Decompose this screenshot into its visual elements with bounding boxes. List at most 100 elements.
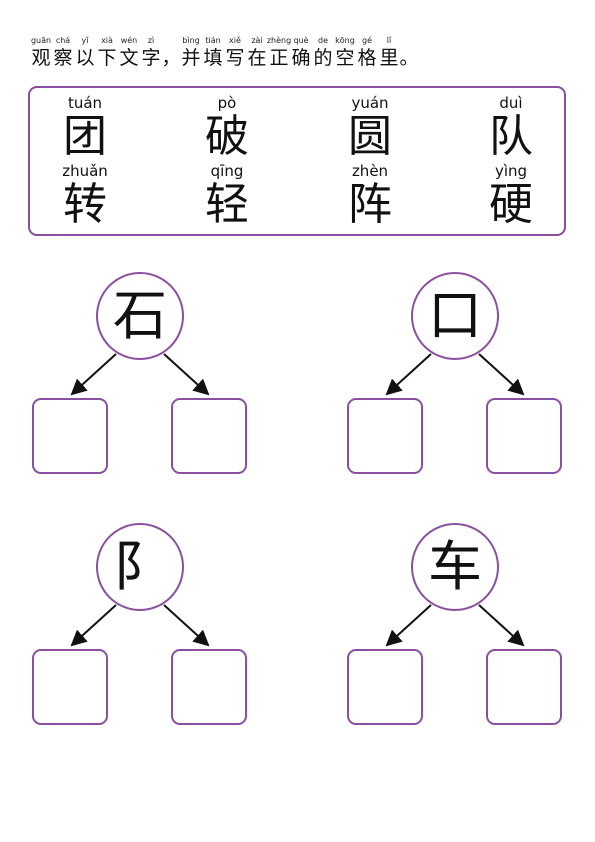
pinyin: xià	[101, 36, 113, 45]
radical-tree: 口	[347, 272, 577, 482]
hanzi: 确	[291, 47, 311, 69]
radical-circle: 口	[411, 272, 499, 360]
pinyin: gé	[362, 36, 372, 45]
hanzi: ，	[161, 47, 181, 69]
radical: 石	[113, 284, 167, 347]
hanzi: 观	[31, 47, 51, 69]
pinyin: lǐ	[386, 36, 392, 45]
arrows	[70, 604, 210, 647]
hanzi: 阵	[348, 179, 392, 230]
radical: 车	[428, 535, 482, 598]
pinyin: zhuǎn	[62, 162, 108, 180]
hanzi: 字	[141, 47, 161, 69]
answer-box[interactable]	[32, 649, 108, 725]
pinyin: duì	[499, 94, 523, 112]
instruction-char: guān 观	[30, 35, 52, 70]
arrows	[385, 353, 525, 396]
instruction-char: tián 填	[202, 35, 224, 70]
radical-tree: 车	[347, 523, 577, 733]
hanzi: 圆	[348, 111, 392, 162]
arrows	[385, 604, 525, 647]
hanzi: 正	[269, 47, 289, 69]
instruction-char: zì 字	[140, 35, 162, 70]
hanzi: 。	[399, 47, 419, 69]
instruction-char: bìng 并	[180, 35, 202, 70]
pinyin: yǐ	[81, 36, 89, 45]
instruction-char: zhèng 正	[266, 35, 292, 70]
radical-circle: 阝	[96, 523, 184, 611]
arrows	[70, 353, 210, 396]
pinyin: xiě	[229, 36, 241, 45]
hanzi: 转	[63, 179, 107, 230]
hanzi: 察	[53, 47, 73, 69]
instruction-char: xià 下	[96, 35, 118, 70]
pinyin: kōng	[335, 36, 355, 45]
instruction-punctuation: 。	[399, 35, 419, 70]
answer-box[interactable]	[347, 398, 423, 474]
pinyin: qīng	[210, 162, 244, 180]
pinyin: wén	[120, 36, 138, 45]
hanzi: 下	[97, 47, 117, 69]
hanzi: 在	[247, 47, 267, 69]
pinyin: zhèn	[351, 162, 389, 180]
answer-box[interactable]	[171, 649, 247, 725]
pinyin: yìng	[494, 162, 528, 180]
radical: 口	[428, 284, 482, 347]
hanzi: 破	[205, 111, 249, 162]
answer-box[interactable]	[486, 398, 562, 474]
pinyin: tuán	[67, 94, 103, 112]
instruction-char: lǐ 里	[378, 35, 400, 70]
pinyin: pò	[217, 94, 237, 112]
radical: 阝	[113, 535, 167, 598]
answer-box[interactable]	[486, 649, 562, 725]
pinyin: guān	[30, 36, 52, 45]
radical-tree: 阝	[32, 523, 262, 733]
instruction-char: xiě 写	[224, 35, 246, 70]
pinyin: què	[293, 36, 309, 45]
answer-box[interactable]	[171, 398, 247, 474]
hanzi: 队	[489, 111, 533, 162]
radical-circle: 石	[96, 272, 184, 360]
hanzi: 格	[357, 47, 377, 69]
pinyin: tián	[205, 36, 221, 45]
instruction-char: yǐ 以	[74, 35, 96, 70]
pinyin: zài	[251, 36, 263, 45]
radical-tree: 石	[32, 272, 262, 482]
hanzi: 填	[203, 47, 223, 69]
hanzi: 以	[75, 47, 95, 69]
instruction-char: kōng 空	[334, 35, 356, 70]
instruction-char: zài 在	[246, 35, 268, 70]
instruction-char: gé 格	[356, 35, 378, 70]
hanzi: 轻	[205, 179, 249, 230]
hanzi: 写	[225, 47, 245, 69]
radical-circle: 车	[411, 523, 499, 611]
answer-box[interactable]	[32, 398, 108, 474]
hanzi: 并	[181, 47, 201, 69]
hanzi: 空	[335, 47, 355, 69]
pinyin: de	[318, 36, 328, 45]
pinyin: bìng	[182, 36, 200, 45]
instruction-char: què 确	[290, 35, 312, 70]
hanzi: 里	[379, 47, 399, 69]
pinyin: zhèng	[266, 36, 292, 45]
pinyin: chá	[55, 36, 71, 45]
pinyin: yuán	[351, 94, 389, 112]
hanzi: 团	[63, 111, 107, 162]
instruction-char: de 的	[312, 35, 334, 70]
hanzi: 的	[313, 47, 333, 69]
pinyin: zì	[147, 36, 155, 45]
answer-box[interactable]	[347, 649, 423, 725]
instruction-char: chá 察	[52, 35, 74, 70]
instruction-punctuation: ，	[161, 35, 181, 70]
